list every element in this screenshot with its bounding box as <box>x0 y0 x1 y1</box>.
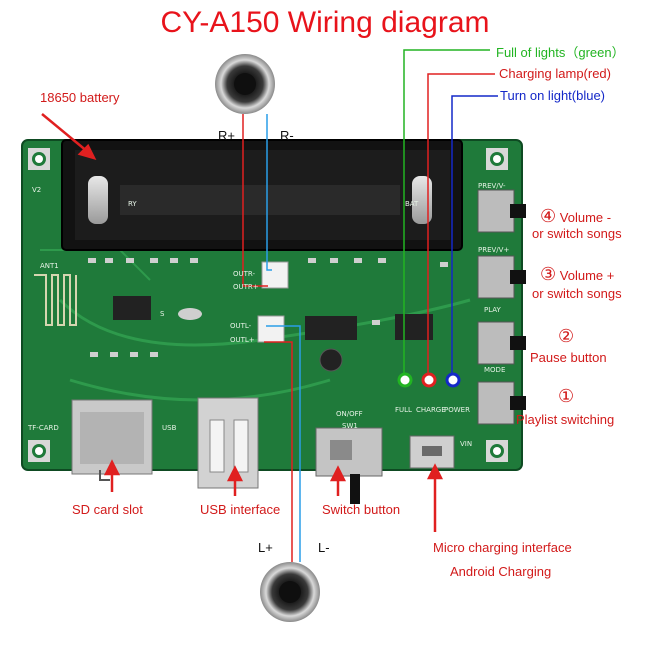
pcb-usb-label: USB <box>162 424 177 432</box>
mounting-holes <box>28 148 508 462</box>
turn-on-light-label: Turn on light(blue) <box>500 88 606 103</box>
pcb-outr-plus-label: OUTR+ <box>233 283 259 291</box>
l-minus-label: L- <box>318 540 330 555</box>
button-4-label: ④ Volume - <box>540 206 611 227</box>
pcb-outr-minus-label: OUTR- <box>233 270 256 278</box>
right-speaker-connector <box>261 261 289 289</box>
button-4-number: ④ <box>540 206 557 226</box>
capacitor <box>319 348 343 372</box>
charging-lamp-label: Charging lamp(red) <box>499 66 611 81</box>
chip-3 <box>395 314 433 340</box>
micro-usb-port <box>409 435 455 469</box>
right-speaker-icon <box>215 54 275 114</box>
pcb-s-label: S <box>160 310 165 318</box>
r-plus-label: R+ <box>218 128 235 143</box>
full-light-label: Full of lights（green） <box>496 45 625 60</box>
power-led-icon <box>445 372 461 388</box>
pcb-v2-label: V2 <box>32 186 42 194</box>
callout-arrows <box>41 113 444 532</box>
charge-led-icon <box>421 372 437 388</box>
tactile-buttons <box>477 189 526 425</box>
chip-2 <box>305 316 357 340</box>
pcb-prev-vminus-label: PREV/V- <box>478 182 506 190</box>
micro-charging-label: Micro charging interface <box>433 540 572 555</box>
power-switch <box>315 427 383 504</box>
button-3-line1: Volume + <box>559 268 615 283</box>
r-minus-label: R- <box>280 128 294 143</box>
button-1-number: ① <box>558 386 575 406</box>
button-2-line1: Pause button <box>530 350 607 365</box>
button-3-number: ③ <box>540 264 557 284</box>
button-2-number-wrap: ② <box>558 326 574 347</box>
power-led-callout-line <box>451 95 498 374</box>
full-led-icon <box>397 372 413 388</box>
smd-parts <box>88 258 448 357</box>
pcb-bat-label: BAT <box>405 200 419 208</box>
pcb-on-off-label: ON/OFF <box>336 410 363 418</box>
pcb-play-label: PLAY <box>484 306 501 314</box>
page-title: CY-A150 Wiring diagram <box>160 6 490 39</box>
pcb-mode-label: MODE <box>484 366 506 374</box>
speaker-wires <box>242 114 301 562</box>
button-4-line2: or switch songs <box>532 226 622 241</box>
button-2-number: ② <box>558 326 575 346</box>
full-led-callout-line <box>403 49 490 374</box>
pcb-outl-minus-label: OUTL- <box>230 322 252 330</box>
android-charging-label: Android Charging <box>450 564 552 579</box>
left-speaker-icon <box>260 562 320 622</box>
usb-port <box>197 397 259 489</box>
pcb-outl-plus-label: OUTL+ <box>230 336 255 344</box>
button-1-line1: Playlist switching <box>516 412 615 427</box>
pcb-ant-label: ANT1 <box>40 262 59 270</box>
button-3-line2: or switch songs <box>532 286 622 301</box>
button-1-number-wrap: ① <box>558 386 574 407</box>
pcb-sw-label: SW1 <box>342 422 358 430</box>
battery-holder <box>61 139 463 251</box>
antenna-trace <box>34 274 77 326</box>
pcb-ry-label: RY <box>128 200 137 208</box>
crystal <box>178 308 202 320</box>
pcb-charge-label: CHARGE <box>416 406 446 414</box>
button-3-label: ③ Volume + <box>540 264 614 285</box>
switch-button-label: Switch button <box>322 502 401 517</box>
chip-1 <box>113 296 151 320</box>
battery-label: 18650 battery <box>40 90 120 105</box>
pcb-power-label: POWER <box>444 406 470 414</box>
sd-card-slot-label: SD card slot <box>72 502 143 517</box>
usb-interface-label: USB interface <box>200 502 281 517</box>
pcb-prev-vplus-label: PREV/V+ <box>478 246 510 254</box>
button-4-line1: Volume - <box>559 210 612 225</box>
charge-led-callout-line <box>427 73 495 374</box>
pcb-vin-label: VIN <box>460 440 473 448</box>
pcb-full-label: FULL <box>395 406 412 414</box>
pcb-tf-card-label: TF-CARD <box>28 424 59 432</box>
l-plus-label: L+ <box>258 540 273 555</box>
left-speaker-connector <box>257 315 285 343</box>
